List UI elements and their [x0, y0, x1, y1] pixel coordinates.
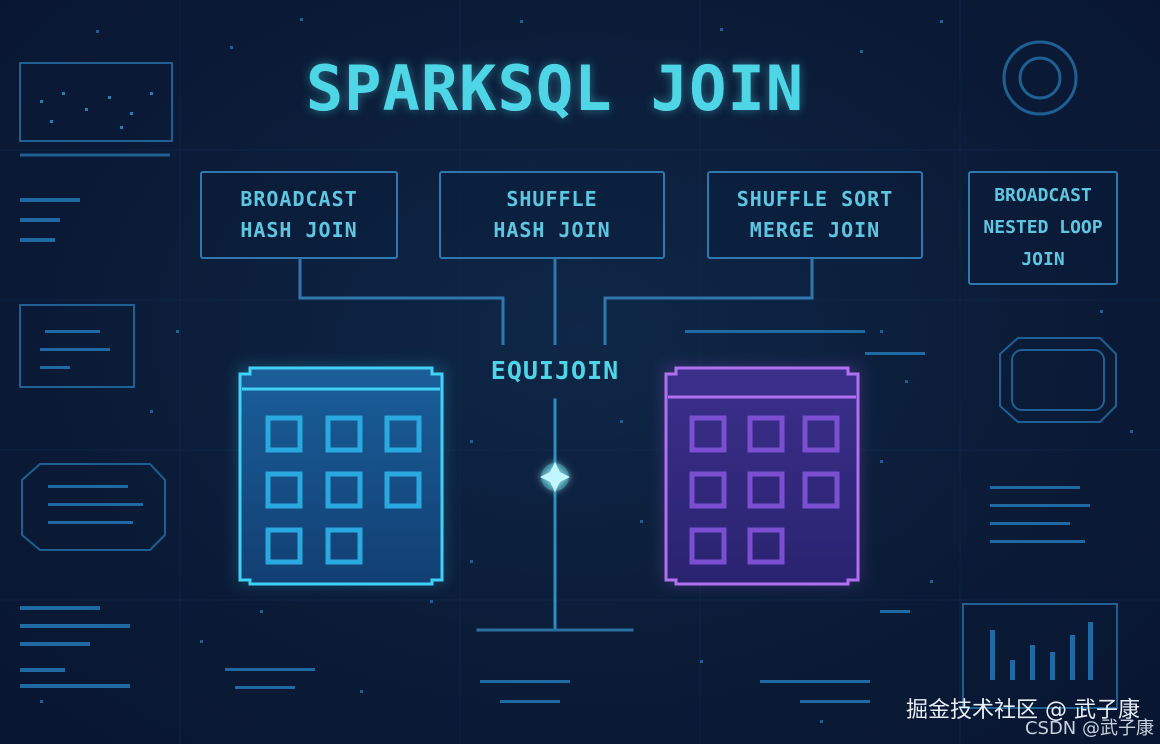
join-type-shuffle-sort-merge: SHUFFLE SORT MERGE JOIN — [707, 171, 923, 259]
join-type-line: BROADCAST — [994, 185, 1092, 206]
join-node-icon — [540, 462, 570, 492]
join-type-line: NESTED LOOP — [983, 217, 1103, 238]
right-deco-bars — [225, 330, 1093, 703]
join-type-line: SHUFFLE — [506, 187, 598, 211]
join-type-line: BROADCAST — [240, 187, 358, 211]
equijoin-label: EQUIJOIN — [490, 356, 620, 385]
join-type-broadcast-nested-loop: BROADCAST NESTED LOOP JOIN — [968, 171, 1118, 285]
background-dots — [40, 18, 1133, 723]
join-type-line: JOIN — [1021, 249, 1065, 270]
join-type-shuffle-hash: SHUFFLE HASH JOIN — [439, 171, 665, 259]
left-deco-bars — [20, 198, 143, 688]
left-deco-dots — [40, 92, 153, 129]
join-link — [441, 398, 667, 632]
diagram-title: SPARKSQL JOIN — [305, 52, 805, 125]
left-table-icon — [238, 366, 444, 586]
join-type-line: MERGE JOIN — [749, 218, 881, 242]
join-type-line: SHUFFLE SORT — [736, 187, 894, 211]
join-type-line: HASH JOIN — [240, 218, 358, 242]
watermark-csdn: CSDN @武子康 — [1024, 718, 1154, 739]
join-type-broadcast-hash: BROADCAST HASH JOIN — [200, 171, 398, 259]
join-type-line: HASH JOIN — [493, 218, 611, 242]
left-decorations — [19, 62, 173, 551]
watermark-juejin: 掘金技术社区 @ 武子康 — [906, 698, 1140, 723]
right-table-icon — [664, 366, 860, 586]
connector-lines — [298, 258, 814, 345]
right-decorations — [962, 40, 1118, 709]
